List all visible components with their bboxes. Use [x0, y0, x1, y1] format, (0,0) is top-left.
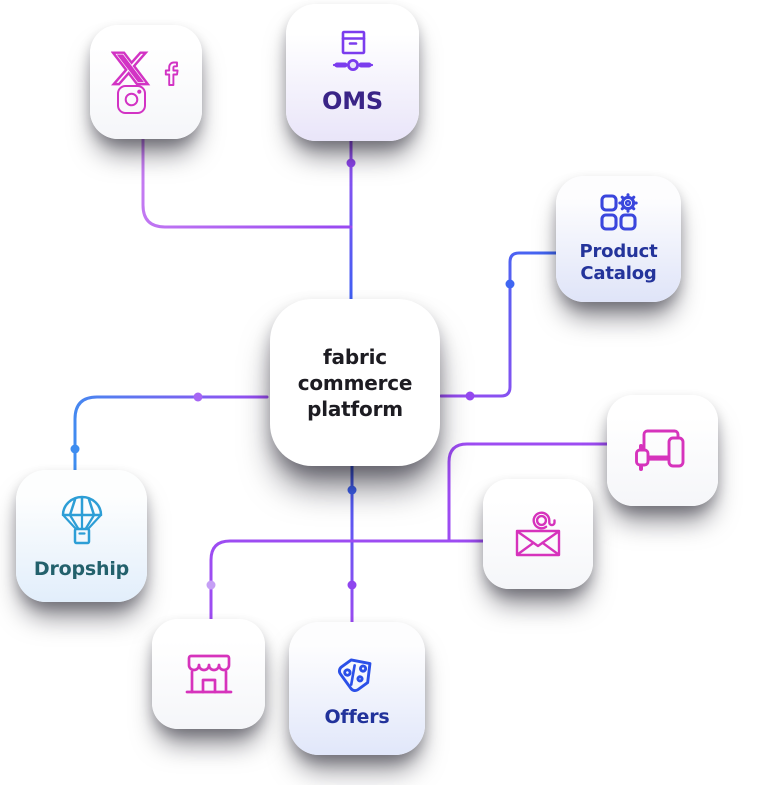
- grid-gear-icon: [599, 193, 639, 233]
- connector-center-to-dropship: [73, 395, 269, 472]
- center-platform-label: fabric commerce platform: [297, 344, 413, 421]
- offers-label: Offers: [324, 706, 390, 729]
- dot-store-line: [206, 580, 216, 590]
- email-at-icon: [513, 509, 563, 559]
- dot-catalog-line-high: [505, 279, 515, 289]
- gear-glyph: [617, 193, 638, 214]
- package-network-icon: [326, 29, 380, 79]
- connector-social-to-oms-line: [141, 137, 353, 229]
- node-fabric-commerce-platform: fabric commerce platform: [270, 299, 440, 466]
- dot-dropship-line-right: [193, 392, 203, 402]
- product-catalog-label: Product Catalog: [579, 241, 658, 284]
- social-icons-group: [111, 49, 181, 115]
- connector-store-to-email-trunk: [209, 539, 485, 621]
- node-social-channels: [90, 25, 202, 139]
- instagram-icon: [117, 85, 146, 114]
- dot-oms-line: [346, 158, 356, 168]
- multi-devices-icon: [634, 427, 691, 475]
- dot-catalog-line-low: [465, 391, 475, 401]
- node-oms: OMS: [286, 4, 419, 141]
- connector-dots: [70, 158, 515, 590]
- facebook-icon: [164, 61, 179, 86]
- discount-tag-icon: [331, 648, 383, 698]
- node-email: [483, 479, 593, 589]
- dot-offers-line-low: [347, 580, 357, 590]
- x-twitter-icon: [111, 51, 151, 86]
- node-devices: [607, 395, 718, 506]
- storefront-icon: [183, 651, 235, 697]
- dot-offers-line-high: [347, 485, 357, 495]
- connector-center-to-product-catalog: [439, 251, 558, 398]
- node-dropship: Dropship: [16, 470, 147, 602]
- parachute-box-icon: [54, 492, 110, 550]
- node-product-catalog: Product Catalog: [556, 176, 681, 302]
- oms-label: OMS: [322, 87, 383, 116]
- dot-dropship-line-left: [70, 444, 80, 454]
- node-storefront: [152, 619, 265, 729]
- dropship-label: Dropship: [33, 557, 130, 580]
- connector-trunk-to-devices: [447, 442, 609, 543]
- node-offers: Offers: [289, 622, 425, 755]
